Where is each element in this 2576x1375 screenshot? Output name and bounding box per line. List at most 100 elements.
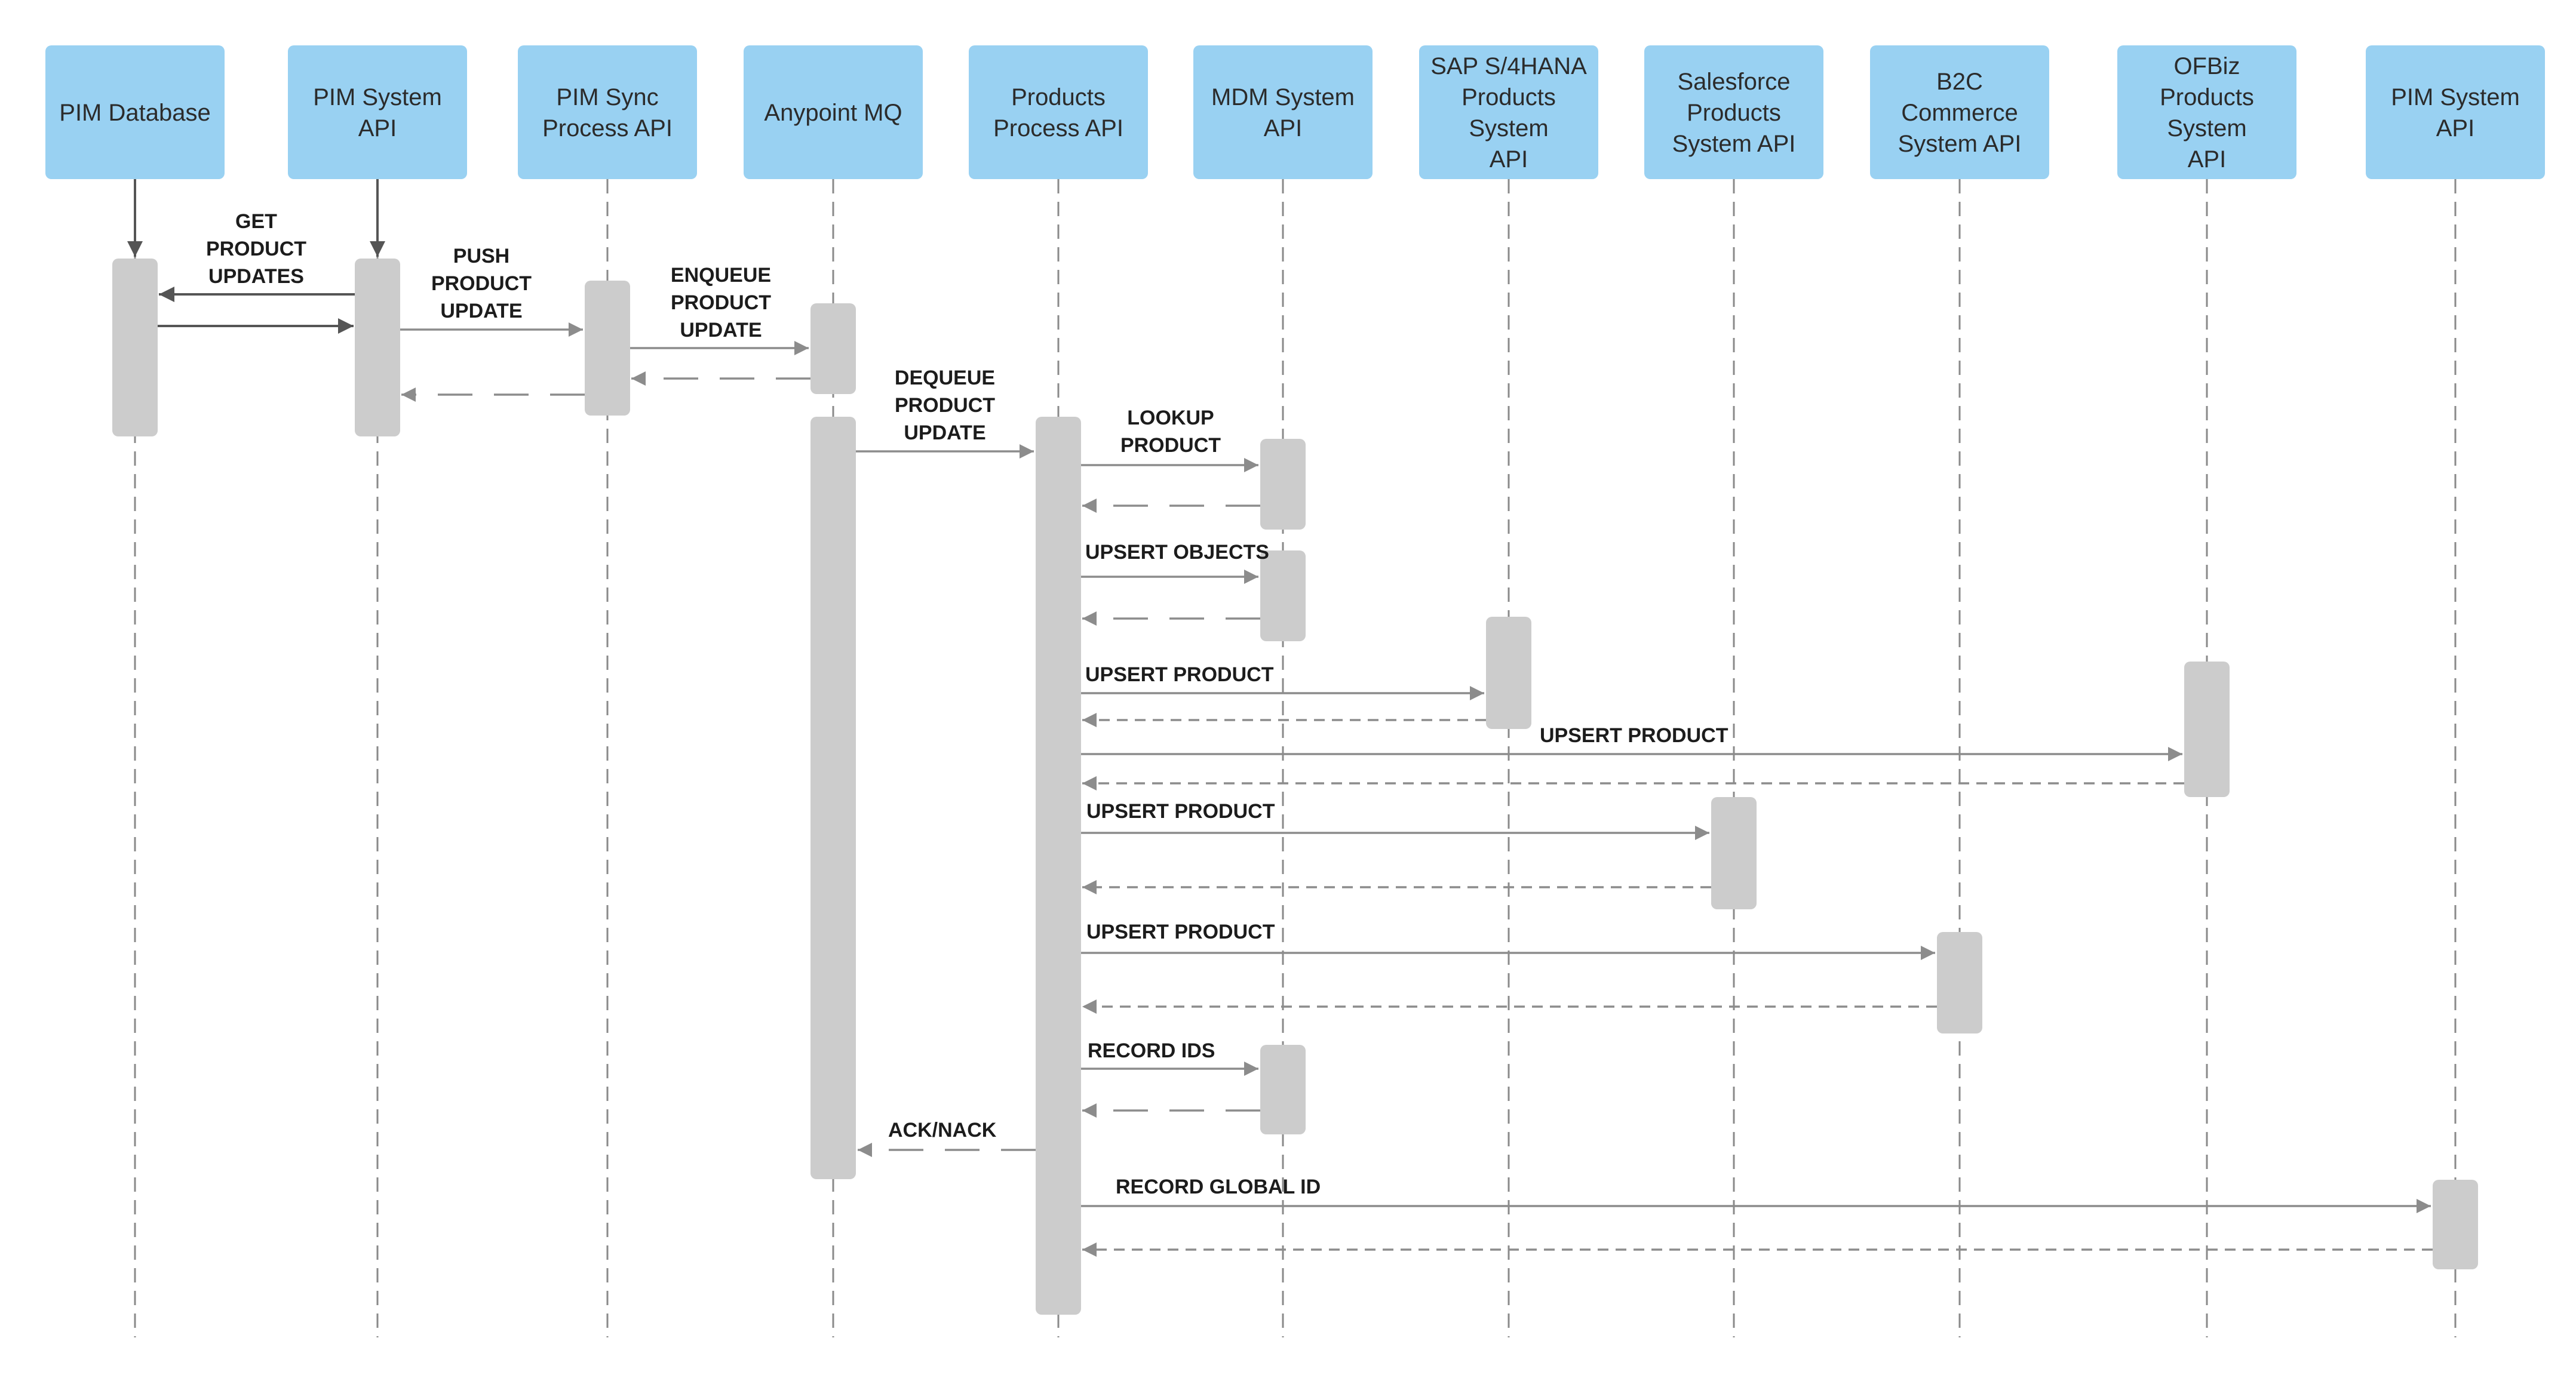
message-label-record-global-id: RECORD GLOBAL ID: [1116, 1176, 1321, 1198]
activation-bars: [112, 259, 2478, 1315]
message-label-lookup-product: LOOKUP: [1127, 407, 1214, 429]
participant-box-pim-sync-process-api: [518, 45, 697, 179]
message-push-product-update: PUSH PRODUCT UPDATE: [431, 245, 532, 322]
message-label-enqueue-product-update: PRODUCT: [671, 291, 771, 314]
message-label-record-ids: RECORD IDS: [1088, 1039, 1215, 1062]
activation-mdm-lookup: [1260, 439, 1306, 530]
participant-label-mdm-system-api: MDM System: [1211, 84, 1355, 110]
message-record-ids: RECORD IDS: [1088, 1039, 1215, 1062]
participant-label-pim-sync-process-api: Process API: [542, 115, 673, 142]
message-arrows: [158, 287, 2433, 1257]
participant-label-b2c-commerce-system-api: B2C: [1936, 69, 1983, 95]
message-ack-nack: ACK/NACK: [888, 1119, 997, 1142]
message-label-ack-nack: ACK/NACK: [888, 1119, 997, 1142]
participant-label-products-process-api: Process API: [993, 115, 1123, 142]
participant-label-pim-database: PIM Database: [59, 100, 210, 126]
activation-b2c-upsert: [1937, 932, 1982, 1033]
participant-label-ofbiz-products-system-api: System: [2167, 115, 2246, 142]
message-labels: GETPRODUCTUPDATESPUSHPRODUCTUPDATEENQUEU…: [206, 210, 1728, 1198]
message-upsert-product-sap: UPSERT PRODUCT: [1085, 663, 1274, 686]
activation-mdm-upsert-objects: [1260, 550, 1306, 641]
participant-anypoint-mq: Anypoint MQ: [744, 45, 923, 179]
activation-anypoint-mq-dequeue: [810, 417, 856, 1179]
participant-label-salesforce-products-system-api: Products: [1687, 100, 1781, 126]
participant-label-sap-s4hana-products-system-api: SAP S/4HANA: [1430, 53, 1587, 79]
participant-label-sap-s4hana-products-system-api: Products: [1462, 84, 1556, 110]
participant-label-mdm-system-api: API: [1264, 115, 1302, 142]
message-upsert-product-b2c: UPSERT PRODUCT: [1086, 921, 1275, 943]
message-label-upsert-product-salesforce: UPSERT PRODUCT: [1086, 800, 1275, 823]
participant-box-pim-system-api-2: [2366, 45, 2545, 179]
activation-sap-upsert: [1486, 617, 1531, 729]
message-upsert-product-ofbiz: UPSERT PRODUCT: [1540, 724, 1728, 747]
message-enqueue-product-update: ENQUEUE PRODUCT UPDATE: [671, 264, 771, 342]
message-label-dequeue-product-update: PRODUCT: [895, 394, 995, 417]
message-label-get-product-updates: PRODUCT: [206, 238, 306, 260]
message-label-lookup-product: PRODUCT: [1120, 434, 1221, 457]
participant-box-b2c-commerce-system-api: [1870, 45, 2049, 179]
message-label-get-product-updates: UPDATES: [208, 265, 304, 288]
participant-label-anypoint-mq: Anypoint MQ: [764, 100, 902, 126]
activation-pim-sync-process-api: [585, 281, 630, 416]
participant-label-pim-system-api-2: API: [2436, 115, 2474, 142]
message-label-get-product-updates: GET: [235, 210, 277, 233]
participant-label-ofbiz-products-system-api: API: [2188, 146, 2226, 173]
message-label-upsert-product-ofbiz: UPSERT PRODUCT: [1540, 724, 1728, 747]
activation-pim-system-api-2: [2433, 1180, 2478, 1269]
message-label-upsert-objects: UPSERT OBJECTS: [1085, 541, 1269, 564]
message-label-push-product-update: PRODUCT: [431, 272, 532, 295]
participant-label-sap-s4hana-products-system-api: API: [1490, 146, 1528, 173]
lifelines: [134, 179, 2457, 1337]
message-upsert-objects: UPSERT OBJECTS: [1085, 541, 1269, 564]
participant-box-products-process-api: [969, 45, 1148, 179]
message-dequeue-product-update: DEQUEUE PRODUCT UPDATE: [895, 367, 995, 444]
participant-label-pim-system-api: API: [358, 115, 397, 142]
activation-mdm-record-ids: [1260, 1045, 1306, 1134]
participant-box-pim-database: [45, 45, 225, 179]
participant-label-b2c-commerce-system-api: Commerce: [1901, 100, 2018, 126]
participant-label-pim-system-api: PIM System: [313, 84, 442, 110]
participant-label-pim-sync-process-api: PIM Sync: [556, 84, 658, 110]
participant-label-pim-system-api-2: PIM System: [2391, 84, 2520, 110]
message-label-dequeue-product-update: UPDATE: [904, 422, 985, 444]
participant-label-salesforce-products-system-api: System API: [1672, 131, 1796, 157]
activation-anypoint-mq-enqueue: [810, 303, 856, 394]
participant-label-ofbiz-products-system-api: Products: [2160, 84, 2254, 110]
message-get-product-updates: GET PRODUCT UPDATES: [206, 210, 306, 288]
activation-pim-system-api: [355, 259, 400, 436]
message-label-push-product-update: UPDATE: [440, 300, 522, 322]
message-upsert-product-salesforce: UPSERT PRODUCT: [1086, 800, 1275, 823]
activation-pim-database: [112, 259, 158, 436]
participant-label-b2c-commerce-system-api: System API: [1898, 131, 2022, 157]
message-label-dequeue-product-update: DEQUEUE: [895, 367, 995, 389]
participant-label-ofbiz-products-system-api: OFBiz: [2173, 53, 2240, 79]
activation-products-process-api: [1036, 417, 1081, 1315]
participant-box-sap-s4hana-products-system-api: [1419, 45, 1598, 179]
participant-box-salesforce-products-system-api: [1644, 45, 1823, 179]
message-label-upsert-product-sap: UPSERT PRODUCT: [1085, 663, 1274, 686]
participant-label-products-process-api: Products: [1011, 84, 1106, 110]
activation-salesforce-upsert: [1711, 797, 1757, 909]
participant-pim-database: PIM Database: [45, 45, 225, 179]
message-record-global-id: RECORD GLOBAL ID: [1116, 1176, 1321, 1198]
message-label-enqueue-product-update: UPDATE: [680, 319, 762, 342]
activation-ofbiz-upsert: [2184, 662, 2230, 797]
participant-label-salesforce-products-system-api: Salesforce: [1678, 69, 1791, 95]
message-lookup-product: LOOKUP PRODUCT: [1120, 407, 1221, 457]
participant-box-anypoint-mq: [744, 45, 923, 179]
message-label-enqueue-product-update: ENQUEUE: [671, 264, 771, 287]
message-label-push-product-update: PUSH: [453, 245, 509, 267]
participant-box-pim-system-api: [288, 45, 467, 179]
participant-box-mdm-system-api: [1193, 45, 1373, 179]
